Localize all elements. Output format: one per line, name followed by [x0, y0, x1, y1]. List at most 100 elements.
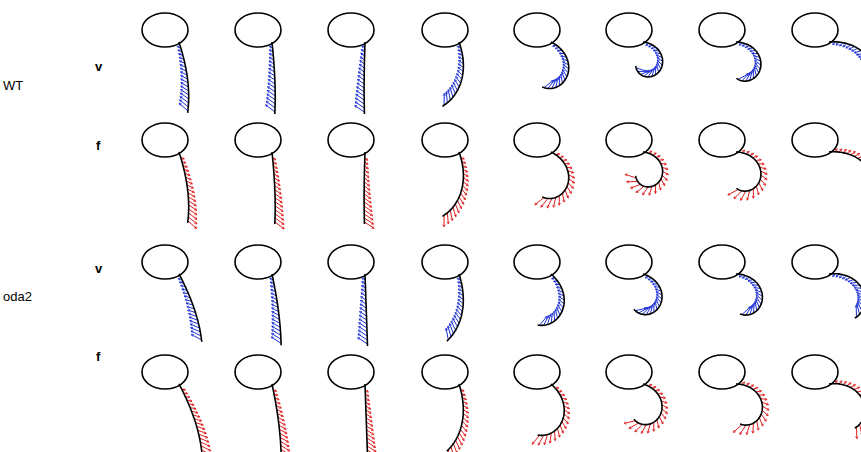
- vector-head: [558, 290, 560, 292]
- vector-head: [189, 178, 191, 180]
- vector-head: [195, 217, 197, 219]
- vector-head: [188, 173, 190, 175]
- vector-head: [557, 287, 559, 289]
- vector-head: [366, 162, 368, 164]
- vector-head: [451, 218, 453, 220]
- vector-arrow: [569, 179, 575, 183]
- vector-arrow: [648, 424, 650, 433]
- vector-head: [462, 389, 464, 391]
- vector-head: [463, 434, 465, 436]
- vector-head: [466, 179, 468, 181]
- vector-head: [279, 196, 281, 198]
- vector-head: [365, 158, 367, 160]
- vector-arrow: [561, 74, 563, 83]
- vector-head: [186, 169, 188, 171]
- vector-head: [745, 46, 747, 48]
- vector-head: [285, 436, 287, 438]
- vector-head: [179, 281, 181, 283]
- cell-body: [514, 355, 560, 389]
- vector-head: [655, 289, 657, 291]
- vector-head: [465, 170, 468, 172]
- vector-head: [746, 432, 748, 434]
- vector-head: [272, 322, 274, 324]
- vector-head: [361, 293, 363, 295]
- vector-head: [466, 415, 468, 417]
- vector-head: [765, 398, 767, 400]
- vector-head: [368, 196, 370, 198]
- vector-arrow: [355, 106, 365, 112]
- vector-head: [361, 49, 363, 51]
- vector-head: [762, 163, 764, 165]
- vector-head: [650, 280, 652, 282]
- vector-head: [555, 283, 557, 285]
- vector-head: [454, 315, 456, 317]
- vector-head: [557, 387, 559, 389]
- vector-head: [757, 428, 759, 430]
- vector-head: [269, 65, 271, 67]
- vector-head: [182, 288, 184, 290]
- vector-arrow: [188, 221, 197, 229]
- vector-head: [206, 440, 208, 442]
- vector-head: [455, 312, 457, 314]
- vector-head: [181, 90, 183, 92]
- vector-arrow: [457, 303, 462, 308]
- flagellum: [363, 152, 365, 224]
- vector-arrow: [568, 183, 573, 189]
- vector-arrow: [364, 182, 369, 186]
- vector-head: [752, 52, 754, 54]
- vector-head: [755, 387, 757, 389]
- vector-arrow: [629, 423, 639, 429]
- vector-head: [833, 274, 835, 276]
- vector-head: [558, 302, 560, 304]
- vector-head: [552, 277, 554, 279]
- vector-head: [654, 301, 656, 303]
- vector-arrow: [753, 189, 754, 199]
- vector-head: [270, 282, 272, 284]
- vector-head: [366, 171, 368, 173]
- vector-arrow: [558, 428, 560, 437]
- vector-head: [457, 306, 459, 308]
- vector-arrow: [450, 87, 453, 97]
- vector-head: [569, 191, 571, 193]
- vector-head: [755, 65, 757, 67]
- vector-head: [466, 183, 468, 185]
- vector-head: [656, 297, 658, 299]
- vector-head: [357, 83, 359, 85]
- vector-head: [360, 304, 362, 306]
- vector-head: [560, 74, 562, 76]
- vector-arrow: [762, 410, 768, 416]
- vector-head: [193, 195, 195, 197]
- vector-arrow: [631, 184, 641, 188]
- vector-arrow: [448, 326, 451, 337]
- vector-arrow: [364, 222, 374, 228]
- vector-head: [657, 62, 659, 64]
- vector-arrow: [444, 94, 445, 106]
- vector-head: [665, 178, 667, 180]
- vector-arrow: [662, 175, 667, 180]
- vector-arrow: [266, 105, 275, 112]
- vector-head: [553, 205, 555, 207]
- vector-head: [271, 293, 273, 295]
- flagellum: [272, 274, 281, 345]
- vector-head: [747, 383, 749, 385]
- vector-arrow: [455, 204, 459, 213]
- vector-arrow: [271, 337, 281, 343]
- vector-head: [355, 106, 357, 108]
- vector-head: [280, 200, 282, 202]
- vector-head: [842, 277, 844, 279]
- vector-head: [180, 96, 182, 98]
- vector-arrow: [635, 308, 646, 311]
- vector-head: [196, 411, 198, 413]
- vector-head: [750, 281, 752, 283]
- vector-head: [362, 278, 364, 280]
- row-label: v: [95, 261, 102, 276]
- vector-arrow: [760, 179, 765, 185]
- vector-head: [185, 392, 187, 394]
- vector-arrow: [655, 66, 656, 75]
- vector-arrow: [275, 190, 281, 194]
- vector-head: [853, 152, 855, 154]
- vector-head: [754, 58, 756, 60]
- flagellum: [447, 274, 463, 341]
- vector-head: [567, 407, 569, 409]
